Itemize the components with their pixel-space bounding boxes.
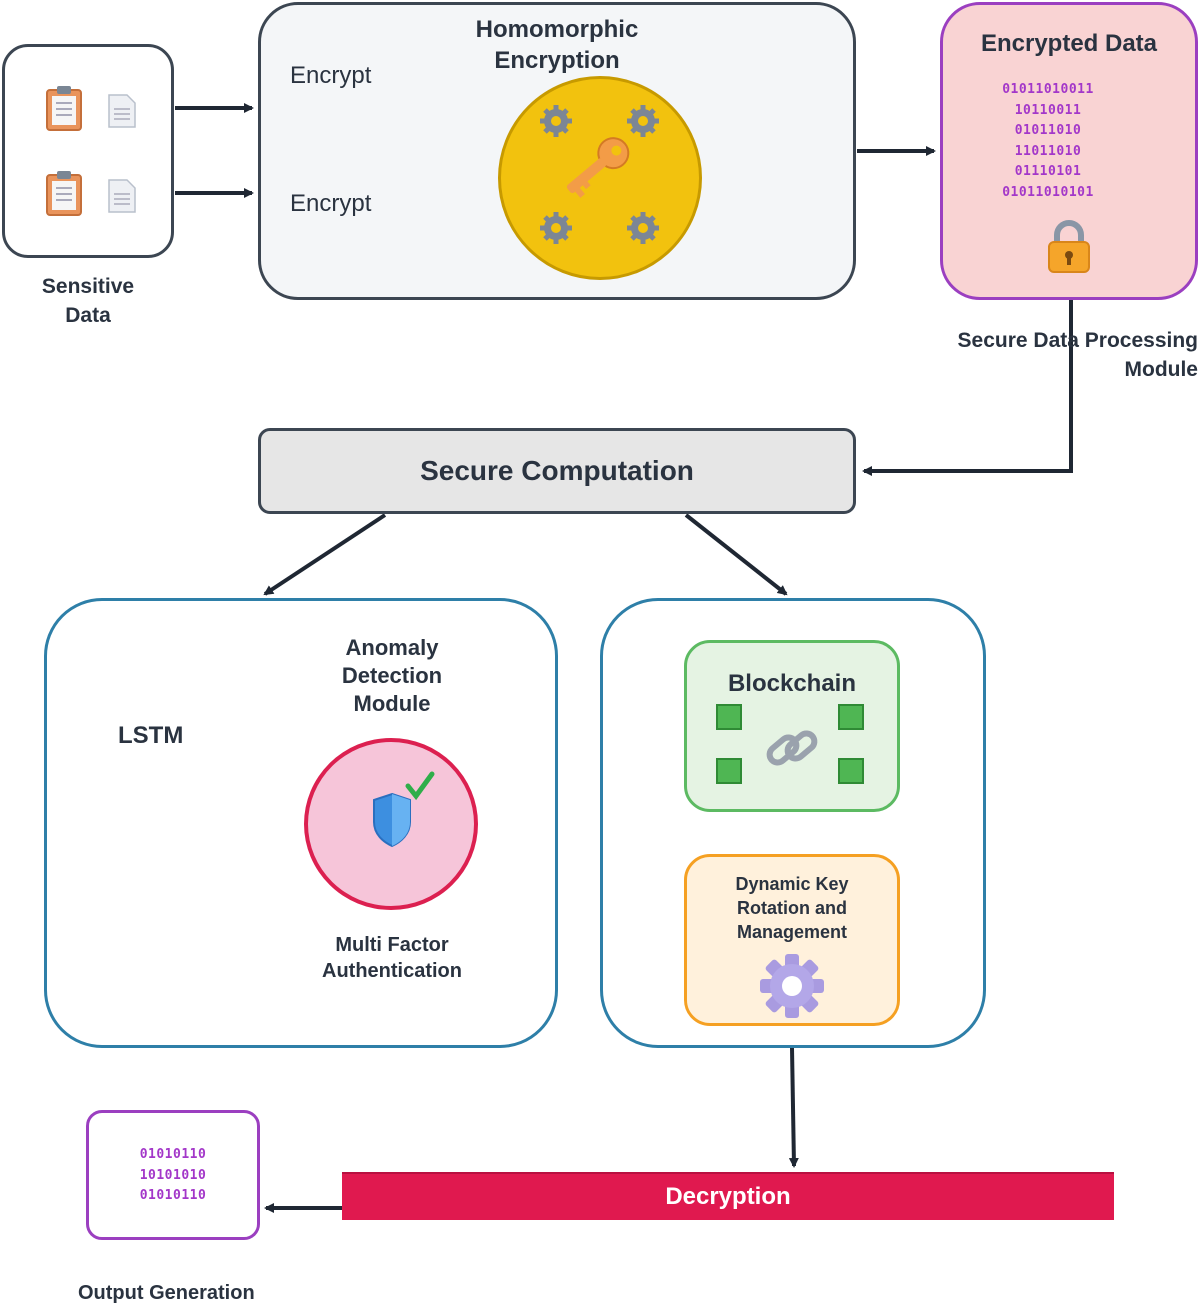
lock-icon	[1048, 220, 1090, 273]
anomaly-line2: Detection	[341, 663, 443, 688]
encrypted-binary-block: 01011010011 10110011 01011010 11011010 0…	[960, 80, 1136, 203]
binary-line: 10110011	[1014, 102, 1082, 118]
encrypt-label-2: Encrypt	[290, 190, 372, 217]
sensitive-data-box	[2, 44, 174, 258]
checkmark-icon	[405, 771, 435, 801]
output-generation-label: Output Generation	[78, 1282, 255, 1304]
arrow-right-panel-to-decryption	[788, 1047, 799, 1168]
clipboard-icon	[46, 86, 82, 131]
lstm-label: LSTM	[118, 722, 184, 749]
binary-line: 01110101	[1014, 164, 1082, 179]
document-icon	[108, 94, 136, 128]
output-box: 01010110 10101010 01010110	[86, 1110, 260, 1240]
blockchain-node	[716, 704, 742, 730]
arrow-sc-to-left-panel	[263, 513, 387, 596]
gear-icon	[540, 105, 572, 137]
encrypt-label-1: Encrypt	[290, 62, 372, 89]
gear-icon	[540, 212, 572, 244]
secure-data-processing-label: Secure Data Processing Module	[930, 326, 1198, 384]
he-title-line1: Homomorphic	[475, 16, 639, 43]
shield-check-graphic	[373, 771, 435, 848]
sdp-label-line1: Secure Data Processing	[957, 329, 1198, 352]
encryption-key-circle	[498, 76, 702, 280]
secure-computation-box: Secure Computation	[258, 428, 856, 514]
encryption-key-graphic	[540, 105, 659, 244]
dk-line3: Management	[736, 922, 848, 942]
dk-line2: Rotation and	[737, 898, 847, 918]
encrypted-data-title: Encrypted Data	[980, 30, 1158, 57]
anomaly-detection-title: Anomaly Detection Module	[292, 634, 492, 718]
key-rotation-label: Dynamic Key Rotation and Management	[684, 872, 900, 944]
anomaly-line1: Anomaly	[345, 635, 439, 660]
clipboard-icon	[46, 171, 82, 216]
binary-line: 01010110	[139, 1188, 207, 1203]
mfa-line2: Authentication	[322, 960, 462, 982]
output-binary-block: 01010110 10101010 01010110	[89, 1145, 257, 1207]
sdp-label-line2: Module	[1124, 358, 1199, 381]
binary-line: 01011010	[1014, 123, 1082, 138]
homomorphic-encryption-title: Homomorphic Encryption	[420, 14, 694, 76]
dk-line1: Dynamic Key	[735, 874, 849, 894]
decryption-label: Decryption	[665, 1183, 791, 1210]
gear-icon	[627, 212, 659, 244]
secure-computation-label: Secure Computation	[420, 455, 694, 486]
binary-line: 11011010	[1014, 143, 1082, 159]
binary-line: 10101010	[139, 1167, 207, 1183]
shield-icon	[373, 792, 411, 848]
binary-line: 01011010011	[1002, 82, 1094, 97]
binary-line: 01011010101	[1002, 184, 1094, 200]
sensitive-data-label: Sensitive Data	[2, 272, 174, 330]
blockchain-node	[838, 758, 864, 784]
anomaly-line3: Module	[353, 691, 431, 716]
chain-link-icon	[766, 730, 818, 766]
key-icon	[566, 137, 630, 198]
mfa-line1: Multi Factor	[335, 934, 449, 956]
blockchain-node	[716, 758, 742, 784]
blockchain-label: Blockchain	[727, 670, 857, 697]
binary-line: 01010110	[139, 1147, 207, 1162]
sensitive-data-label-line1: Sensitive	[41, 275, 135, 298]
decryption-bar: Decryption	[342, 1172, 1114, 1220]
blockchain-node	[838, 704, 864, 730]
he-title-line2: Encryption	[494, 47, 620, 74]
arrow-encrypted-to-secure-computation	[862, 300, 1073, 476]
gear-icon	[760, 954, 824, 1018]
gear-icon	[627, 105, 659, 137]
arrow-sc-to-right-panel	[684, 513, 788, 596]
mfa-label: Multi Factor Authentication	[292, 932, 492, 984]
document-icon	[108, 179, 136, 213]
sensitive-data-label-line2: Data	[65, 304, 111, 327]
